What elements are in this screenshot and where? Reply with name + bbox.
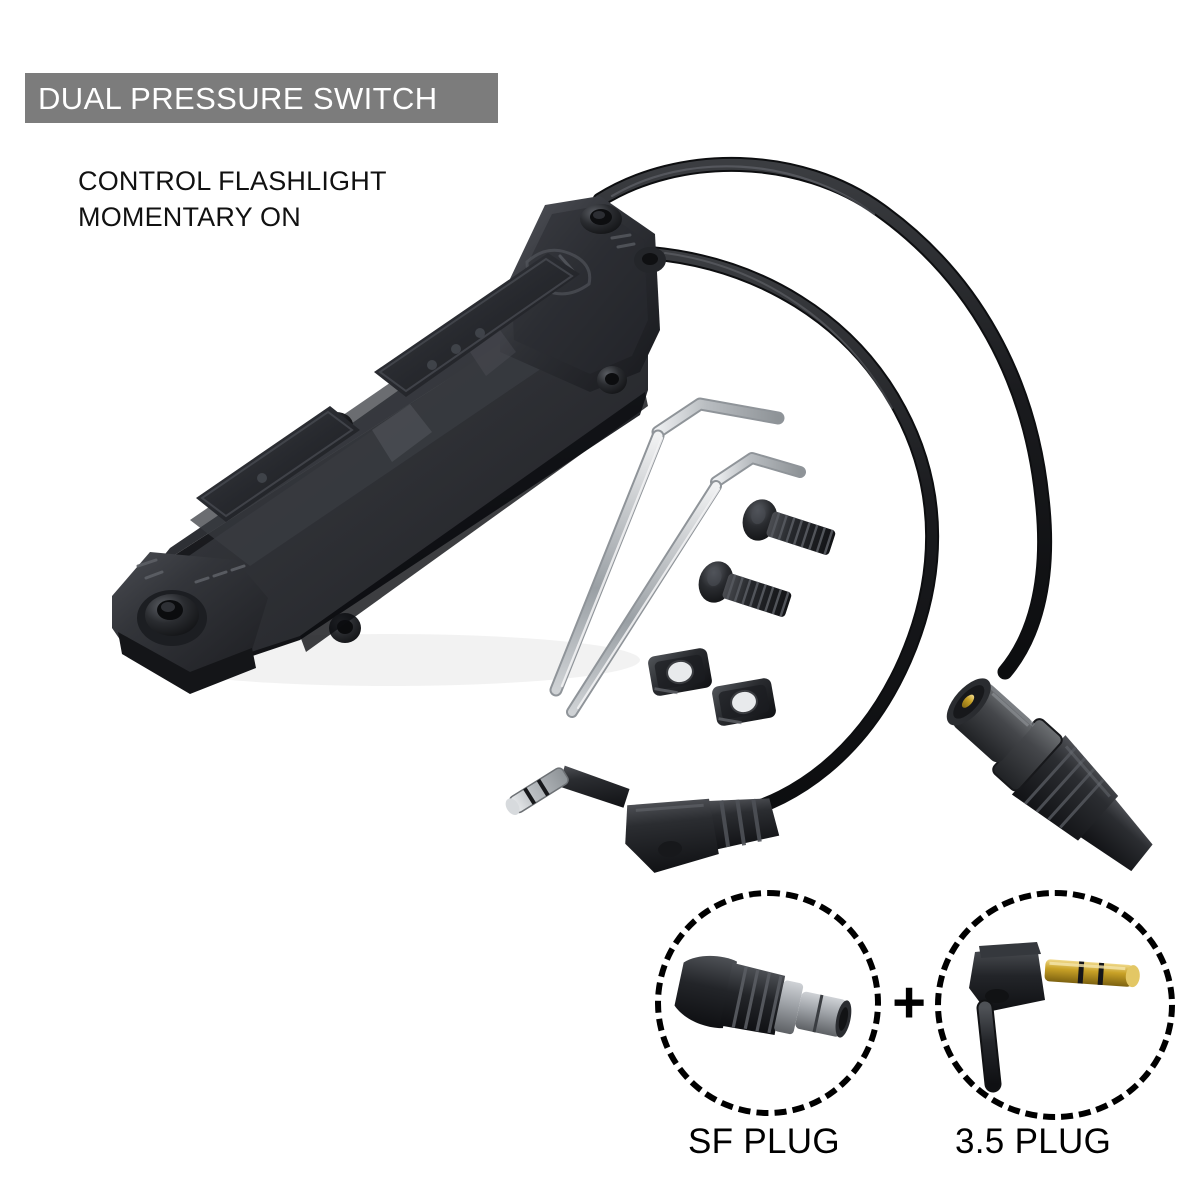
brand-logo-emboss bbox=[525, 248, 592, 296]
angled-35-plug bbox=[505, 765, 780, 873]
callout-circle-sf-plug bbox=[655, 890, 881, 1116]
side-screw-right bbox=[597, 366, 627, 394]
callout-circle-35-plug bbox=[935, 890, 1175, 1120]
cable-sf bbox=[592, 156, 1053, 680]
callout-label-sf-plug: SF PLUG bbox=[688, 1122, 840, 1161]
center-mount-hole bbox=[319, 412, 353, 438]
cable-35 bbox=[643, 246, 940, 819]
sf-plug-thumbnail bbox=[674, 955, 852, 1038]
hex-key-large bbox=[549, 397, 785, 697]
plus-separator: + bbox=[892, 970, 926, 1035]
hex-key-small bbox=[566, 452, 806, 718]
sf-plug bbox=[946, 678, 1153, 872]
pressure-pad-upper bbox=[374, 253, 580, 397]
head-screw bbox=[580, 204, 622, 234]
header-band: DUAL PRESSURE SWITCH bbox=[25, 73, 498, 123]
subtitle-text: CONTROL FLASHLIGHT MOMENTARY ON bbox=[78, 166, 387, 232]
bottom-screw bbox=[329, 613, 361, 643]
pressure-pad-lower bbox=[196, 406, 360, 522]
angled-35-plug-thumbnail bbox=[969, 942, 1140, 1093]
pressure-switch-body bbox=[112, 196, 666, 694]
t-nut-1 bbox=[648, 648, 712, 696]
screw-1 bbox=[742, 499, 836, 555]
t-nut-2 bbox=[712, 678, 776, 726]
cable-exit-boss bbox=[634, 247, 666, 273]
screw-2 bbox=[698, 561, 792, 617]
callout-label-35-plug: 3.5 PLUG bbox=[955, 1122, 1112, 1161]
page-title: DUAL PRESSURE SWITCH bbox=[38, 80, 438, 116]
mount-foot bbox=[112, 552, 268, 694]
